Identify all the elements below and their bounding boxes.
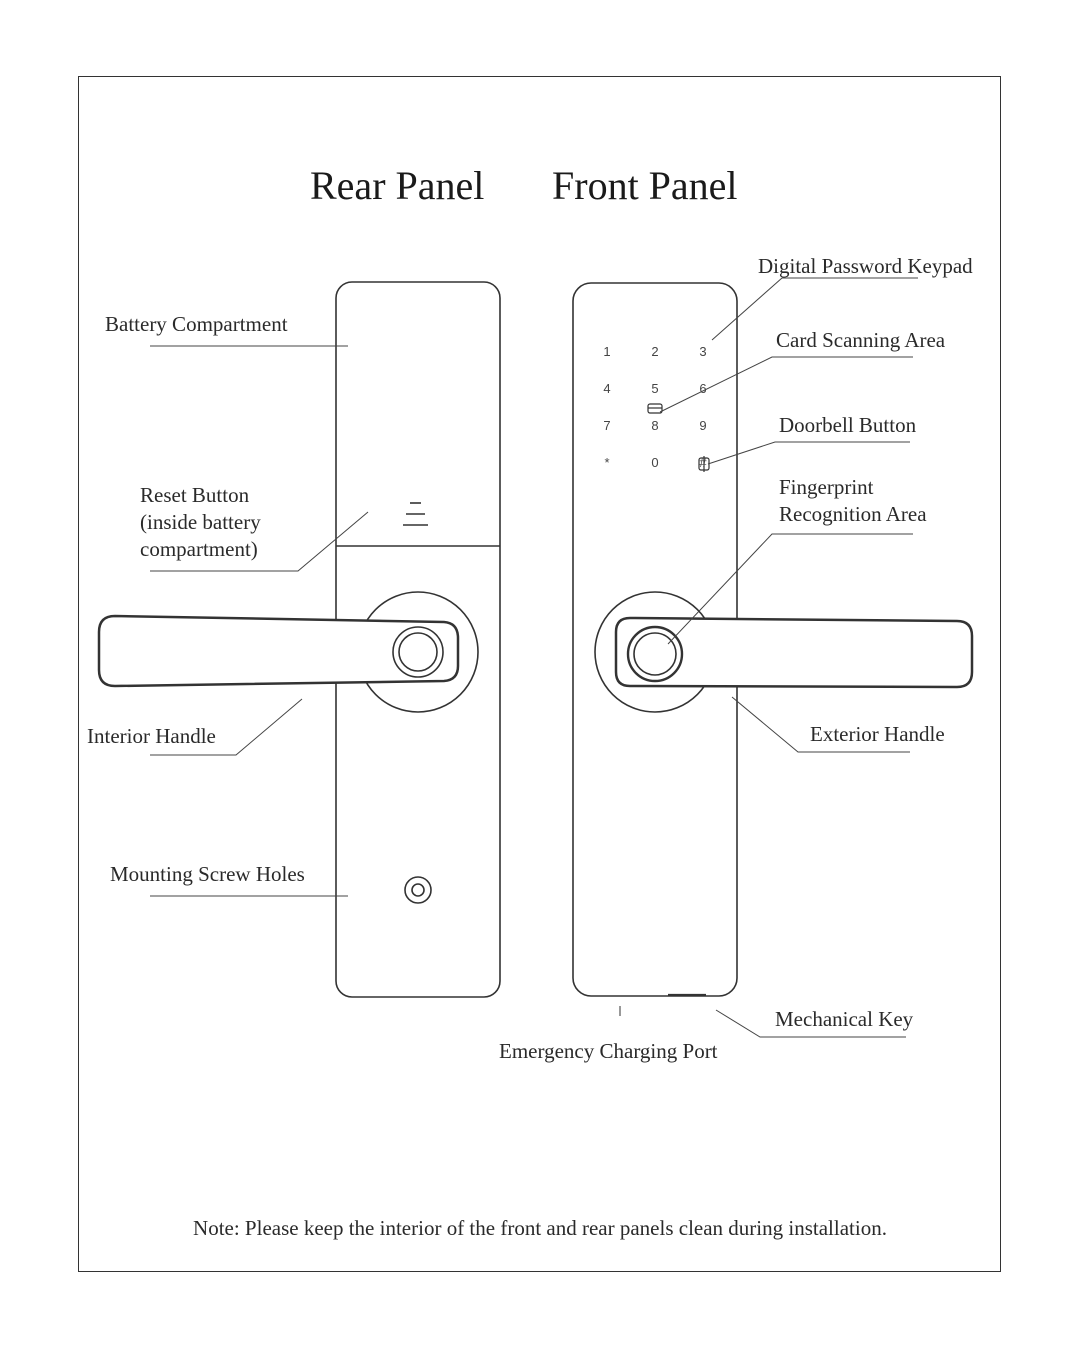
installation-note: Note: Please keep the interior of the fr… (193, 1216, 887, 1240)
rear-handle-knob-inner (398, 632, 438, 672)
label-card-scanning-area: Card Scanning Area (776, 328, 946, 352)
keypad-key-3: 3 (699, 344, 707, 359)
keypad-key-star: * (604, 455, 610, 470)
keypad-key-4: 4 (603, 381, 611, 396)
interior-handle (97, 614, 460, 688)
leader-card (659, 356, 913, 413)
exterior-handle (614, 616, 974, 689)
label-fingerprint-line1: Fingerprint (779, 475, 874, 499)
label-mechanical-key: Mechanical Key (775, 1007, 914, 1031)
label-fingerprint-line2: Recognition Area (779, 502, 927, 526)
keypad-key-1: 1 (603, 344, 611, 359)
leader-keypad (711, 277, 918, 341)
mounting-screw-hole-outer (404, 876, 432, 904)
card-scan-icon (647, 403, 663, 414)
fingerprint-sensor-inner (633, 632, 677, 676)
mounting-screw-hole-inner (411, 883, 425, 897)
leader-reset (150, 511, 369, 572)
keypad-key-0: 0 (651, 455, 659, 470)
rear-panel-title: Rear Panel (310, 163, 485, 208)
keypad-key-hash: # (699, 455, 707, 470)
keypad-key-2: 2 (651, 344, 659, 359)
leader-interior-handle (150, 698, 303, 756)
keypad-key-6: 6 (699, 381, 707, 396)
rear-handle-knob-outer (392, 626, 444, 678)
label-interior-handle: Interior Handle (87, 724, 216, 748)
label-exterior-handle: Exterior Handle (810, 722, 945, 746)
label-reset-button-line2: (inside battery (140, 510, 261, 534)
front-panel-title: Front Panel (552, 163, 738, 208)
label-mounting-screw-holes: Mounting Screw Holes (110, 862, 305, 886)
label-battery-compartment: Battery Compartment (105, 312, 288, 336)
label-doorbell-button: Doorbell Button (779, 413, 917, 437)
keypad-key-5: 5 (651, 381, 659, 396)
label-digital-password-keypad: Digital Password Keypad (758, 254, 973, 278)
keypad-key-7: 7 (603, 418, 611, 433)
leader-fingerprint (667, 533, 913, 645)
reset-button-icon (403, 502, 428, 526)
label-emergency-charging-port: Emergency Charging Port (499, 1039, 718, 1063)
label-reset-button-line1: Reset Button (140, 483, 250, 507)
keypad-key-8: 8 (651, 418, 659, 433)
diagram-frame (78, 76, 1001, 1272)
label-reset-button-line3: compartment) (140, 537, 258, 561)
leader-mech-key (715, 1009, 906, 1038)
fingerprint-sensor-outer (626, 625, 684, 683)
keypad-key-9: 9 (699, 418, 707, 433)
leader-exterior-handle (731, 696, 910, 753)
leader-doorbell (707, 441, 910, 465)
